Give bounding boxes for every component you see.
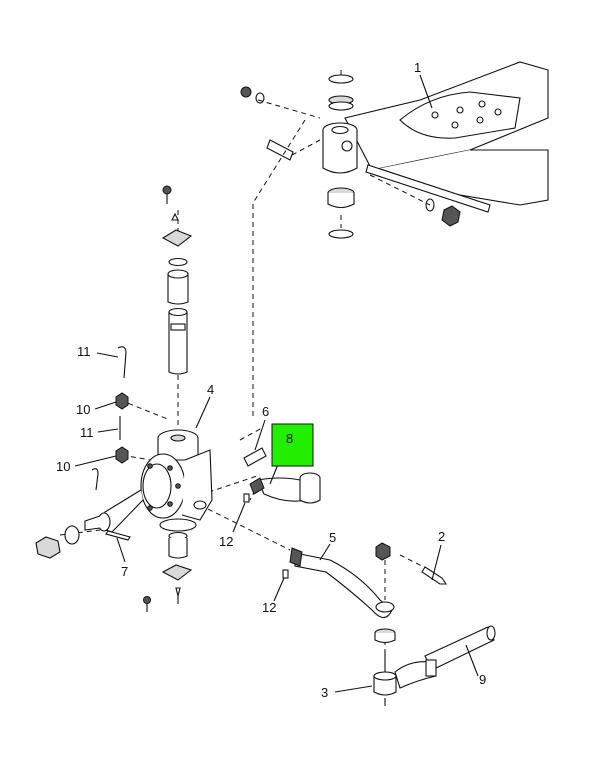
callout-4[interactable]: 4 (207, 382, 214, 397)
callout-11-upper[interactable]: 11 (77, 344, 91, 359)
woodruff-keys (243, 493, 289, 579)
highlight-box-8[interactable] (271, 423, 314, 467)
cross-steering-arm (289, 547, 395, 619)
callout-3[interactable]: 3 (321, 685, 328, 700)
callout-7[interactable]: 7 (121, 564, 128, 579)
beam-lock-bolt (240, 86, 294, 161)
leader-lines (74, 74, 479, 693)
callout-10-lower[interactable]: 10 (56, 459, 70, 474)
callout-5[interactable]: 5 (329, 530, 336, 545)
tie-rod (394, 625, 496, 689)
callout-9[interactable]: 9 (479, 672, 486, 687)
lower-beam-bushings (327, 187, 355, 239)
callout-6[interactable]: 6 (262, 404, 269, 419)
callout-labels: 1 2 3 4 5 6 7 8 9 10 10 11 11 12 12 (56, 60, 486, 700)
callout-2[interactable]: 2 (438, 529, 445, 544)
callout-12-upper[interactable]: 12 (219, 534, 233, 549)
callout-8[interactable]: 8 (286, 431, 293, 446)
upper-kingpin-stack (161, 185, 193, 375)
upper-beam-washers (328, 74, 354, 111)
steering-knuckle (84, 429, 213, 533)
callout-12-lower[interactable]: 12 (262, 600, 276, 615)
callout-11-lower[interactable]: 11 (80, 425, 94, 440)
arm-end-nut (374, 542, 396, 644)
spindle-nut-washer (35, 525, 131, 559)
cotter-pins (91, 346, 127, 491)
callout-10-upper[interactable]: 10 (76, 402, 90, 417)
castle-nuts (115, 392, 129, 464)
front-axle-beam (322, 61, 549, 206)
tie-rod-cotter-pin (421, 566, 448, 585)
callout-1[interactable]: 1 (414, 60, 421, 75)
tie-rod-end (373, 651, 397, 706)
steering-arm (249, 472, 321, 504)
lower-kingpin-stack (143, 531, 193, 612)
steering-arm-bolt (243, 447, 267, 467)
